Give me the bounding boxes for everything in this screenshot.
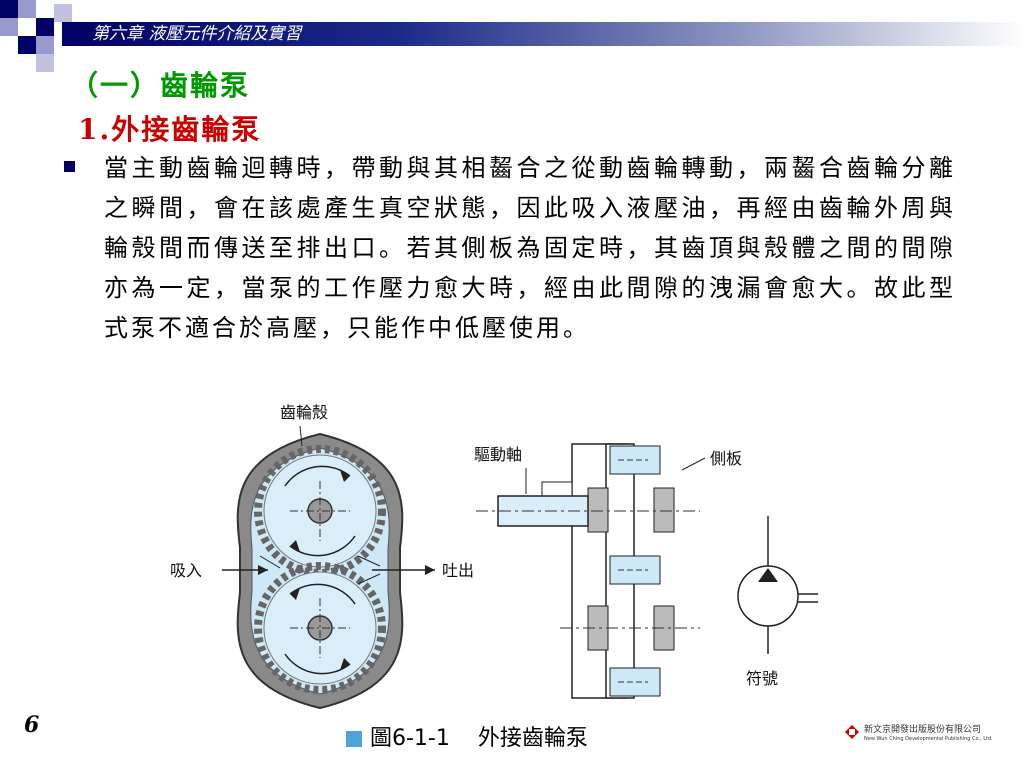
driven-gear — [254, 562, 386, 694]
label-inlet: 吸入 — [170, 561, 202, 580]
bullet-paragraph: 當主動齒輪迴轉時，帶動與其相齧合之從動齒輪轉動，兩齧合齒輪分離之瞬間，會在該處產… — [104, 154, 956, 342]
subsection-heading: 1.外接齒輪泵 — [78, 113, 262, 146]
publisher-emblem-icon — [845, 725, 859, 739]
label-symbol: 符號 — [746, 669, 778, 688]
label-drive-shaft: 驅動軸 — [474, 445, 522, 464]
caption-square-icon — [346, 731, 362, 747]
label-side-plate: 側板 — [710, 449, 742, 468]
bullet-square-icon — [64, 161, 75, 172]
drive-gear — [254, 445, 386, 577]
section-heading: （一）齒輪泵 — [70, 69, 251, 102]
chapter-title: 第六章 液壓元件介紹及實習 — [92, 24, 302, 44]
header-bar — [62, 22, 1024, 46]
publisher-logo: 新文京開發出版股份有限公司 New Wun Ching Developmenta… — [844, 722, 994, 752]
caption-title: 外接齒輪泵 — [477, 726, 588, 751]
corner-decoration — [0, 0, 72, 72]
caption-figure-number: 圖6-1-1 — [370, 726, 450, 751]
pump-symbol — [737, 516, 818, 654]
gear-pump-diagram: 齒輪殼 吸入 吐出 驅動軸 側板 符號 — [170, 403, 818, 710]
label-outlet: 吐出 — [442, 561, 474, 580]
figure-caption: 圖6-1-1 外接齒輪泵 — [346, 724, 588, 754]
slide-number: 6 — [24, 712, 40, 738]
label-housing: 齒輪殼 — [280, 403, 328, 422]
publisher-name: 新文京開發出版股份有限公司 — [864, 725, 982, 735]
pump-section-view — [476, 443, 706, 699]
publisher-english-name: New Wun Ching Developmental Publishing C… — [864, 736, 993, 742]
